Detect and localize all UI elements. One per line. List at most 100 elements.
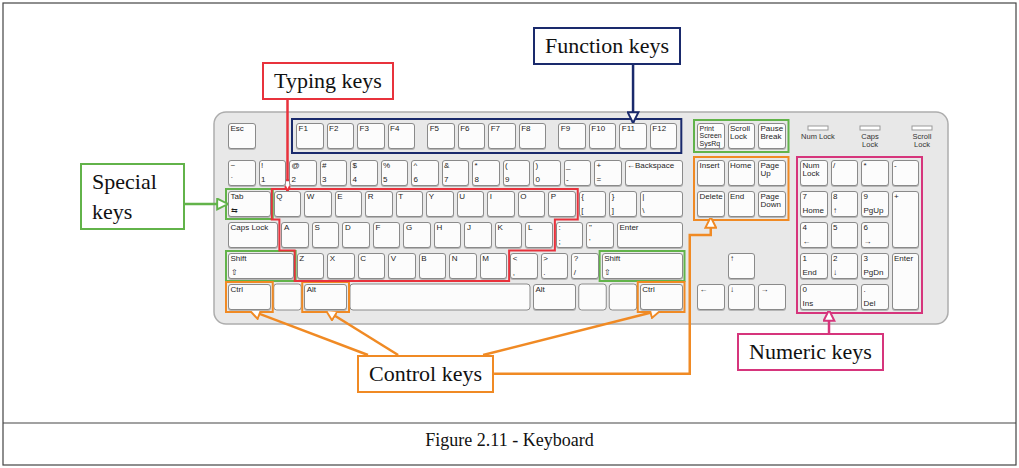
- keyboard-key: 0Ins: [800, 284, 858, 310]
- keyboard-key: ↓: [728, 284, 756, 310]
- callout-arrow: [249, 310, 368, 355]
- keyboard-key: Pause Break: [758, 123, 786, 149]
- key-legend: D: [345, 224, 368, 232]
- keyboard-key: F2: [327, 123, 355, 149]
- key-legend: PgDn: [864, 269, 887, 277]
- keyboard-key: F12: [650, 123, 678, 149]
- key-legend: Alt: [307, 286, 345, 294]
- callout-box: Numeric keys: [737, 333, 884, 371]
- key-legend: 1: [803, 255, 826, 263]
- keyboard-key: B: [419, 253, 447, 279]
- blank-key: [350, 284, 530, 310]
- key-legend: F: [375, 224, 398, 232]
- keyboard-key: !1: [259, 160, 287, 186]
- key-legend: ": [589, 224, 612, 232]
- keyboard-key: F4: [388, 123, 416, 149]
- callout-text: Numeric keys: [749, 337, 872, 367]
- key-legend: B: [421, 255, 444, 263]
- callout-text: Special keys: [92, 167, 173, 226]
- keyboard-key: Page Down: [758, 191, 786, 217]
- keyboard-key: 3PgDn: [861, 253, 889, 279]
- keyboard-key: 7Home: [800, 191, 828, 217]
- keyboard-key: Shift⇧: [228, 253, 294, 279]
- key-legend: <: [513, 255, 536, 263]
- key-legend: `: [231, 176, 254, 184]
- callout-arrow: [185, 203, 228, 206]
- key-legend: 9: [864, 193, 887, 201]
- key-group-outline: [638, 282, 685, 312]
- key-legend: 4: [353, 176, 376, 184]
- blank-keys: [274, 284, 637, 310]
- keyboard-key: I: [487, 191, 515, 217]
- key-legend: $: [353, 162, 376, 170]
- keyboard-key: Page Up: [758, 160, 786, 186]
- key-legend: PgUp: [864, 207, 887, 215]
- keyboard-key: Esc: [228, 123, 256, 149]
- key-legend: 5: [383, 176, 406, 184]
- blank-key: [579, 284, 607, 310]
- key-legend: P: [551, 193, 574, 201]
- callout-arrow: [483, 310, 661, 355]
- indicator-light: [808, 126, 828, 130]
- keyboard-key: ?/: [571, 253, 599, 279]
- keyboard-key: Enter: [617, 222, 683, 248]
- key-legend: _: [566, 162, 589, 170]
- key-legend: 6: [864, 224, 887, 232]
- keyboard-key: M: [480, 253, 508, 279]
- key-legend: 8: [475, 176, 498, 184]
- key-legend: 9: [505, 176, 528, 184]
- caption-rule: [3, 422, 1016, 423]
- keyboard-key: >.: [541, 253, 569, 279]
- key-legend: Insert: [700, 162, 723, 170]
- key-legend: ,: [513, 269, 536, 277]
- keyboard-key: O: [518, 191, 546, 217]
- key-legend: Ctrl: [231, 286, 269, 294]
- key-legend: H: [436, 224, 459, 232]
- key-legend: @: [292, 162, 315, 170]
- key-legend: 7: [444, 176, 467, 184]
- key-legend: -: [566, 176, 589, 184]
- keyboard-key: W: [304, 191, 332, 217]
- key-legend: End: [730, 193, 753, 201]
- key-legend: |: [642, 193, 680, 201]
- key-legend: &: [444, 162, 467, 170]
- key-legend: *: [475, 162, 498, 170]
- key-legend: ;: [558, 238, 581, 246]
- key-legend: 2: [833, 255, 856, 263]
- key-legend: N: [452, 255, 475, 263]
- keyboard-key: X: [327, 253, 355, 279]
- key-legend: Esc: [231, 125, 254, 133]
- key-legend: F4: [390, 125, 413, 133]
- keyboard-key: L: [525, 222, 553, 248]
- key-legend: ~: [231, 162, 254, 170]
- key-legend: =: [597, 176, 620, 184]
- keyboard-key: 2↓: [831, 253, 859, 279]
- blank-key: [609, 284, 637, 310]
- keyboard-key: U: [457, 191, 485, 217]
- keyboard-key: D: [342, 222, 370, 248]
- keyboard-key: 9PgUp: [861, 191, 889, 217]
- indicator-label: Scroll Lock: [905, 133, 939, 149]
- callout-box: Control keys: [357, 355, 494, 393]
- key-legend: [: [581, 207, 604, 215]
- keyboard-key: Y: [426, 191, 454, 217]
- callout-arrow: [326, 310, 398, 355]
- callout-text: Function keys: [545, 31, 669, 61]
- key-legend: ←: [700, 286, 723, 294]
- key-legend: F6: [460, 125, 483, 133]
- key-legend: 5: [833, 224, 856, 232]
- keyboard-key: <,: [510, 253, 538, 279]
- key-group-outline: [694, 157, 789, 220]
- keyboard-key: E: [335, 191, 363, 217]
- key-legend: ^: [414, 162, 437, 170]
- key-legend: ←Backspace: [627, 162, 680, 170]
- key-legend: (: [505, 162, 528, 170]
- key-legend: S: [314, 224, 337, 232]
- keyboard-key: F9: [558, 123, 586, 149]
- keyboard-key: {[: [579, 191, 607, 217]
- keyboard-key: ←Backspace: [625, 160, 683, 186]
- key-legend: Shift: [231, 255, 292, 263]
- keyboard-key: Ctrl: [640, 284, 683, 310]
- key-legend: F7: [491, 125, 514, 133]
- keyboard-key: S: [312, 222, 340, 248]
